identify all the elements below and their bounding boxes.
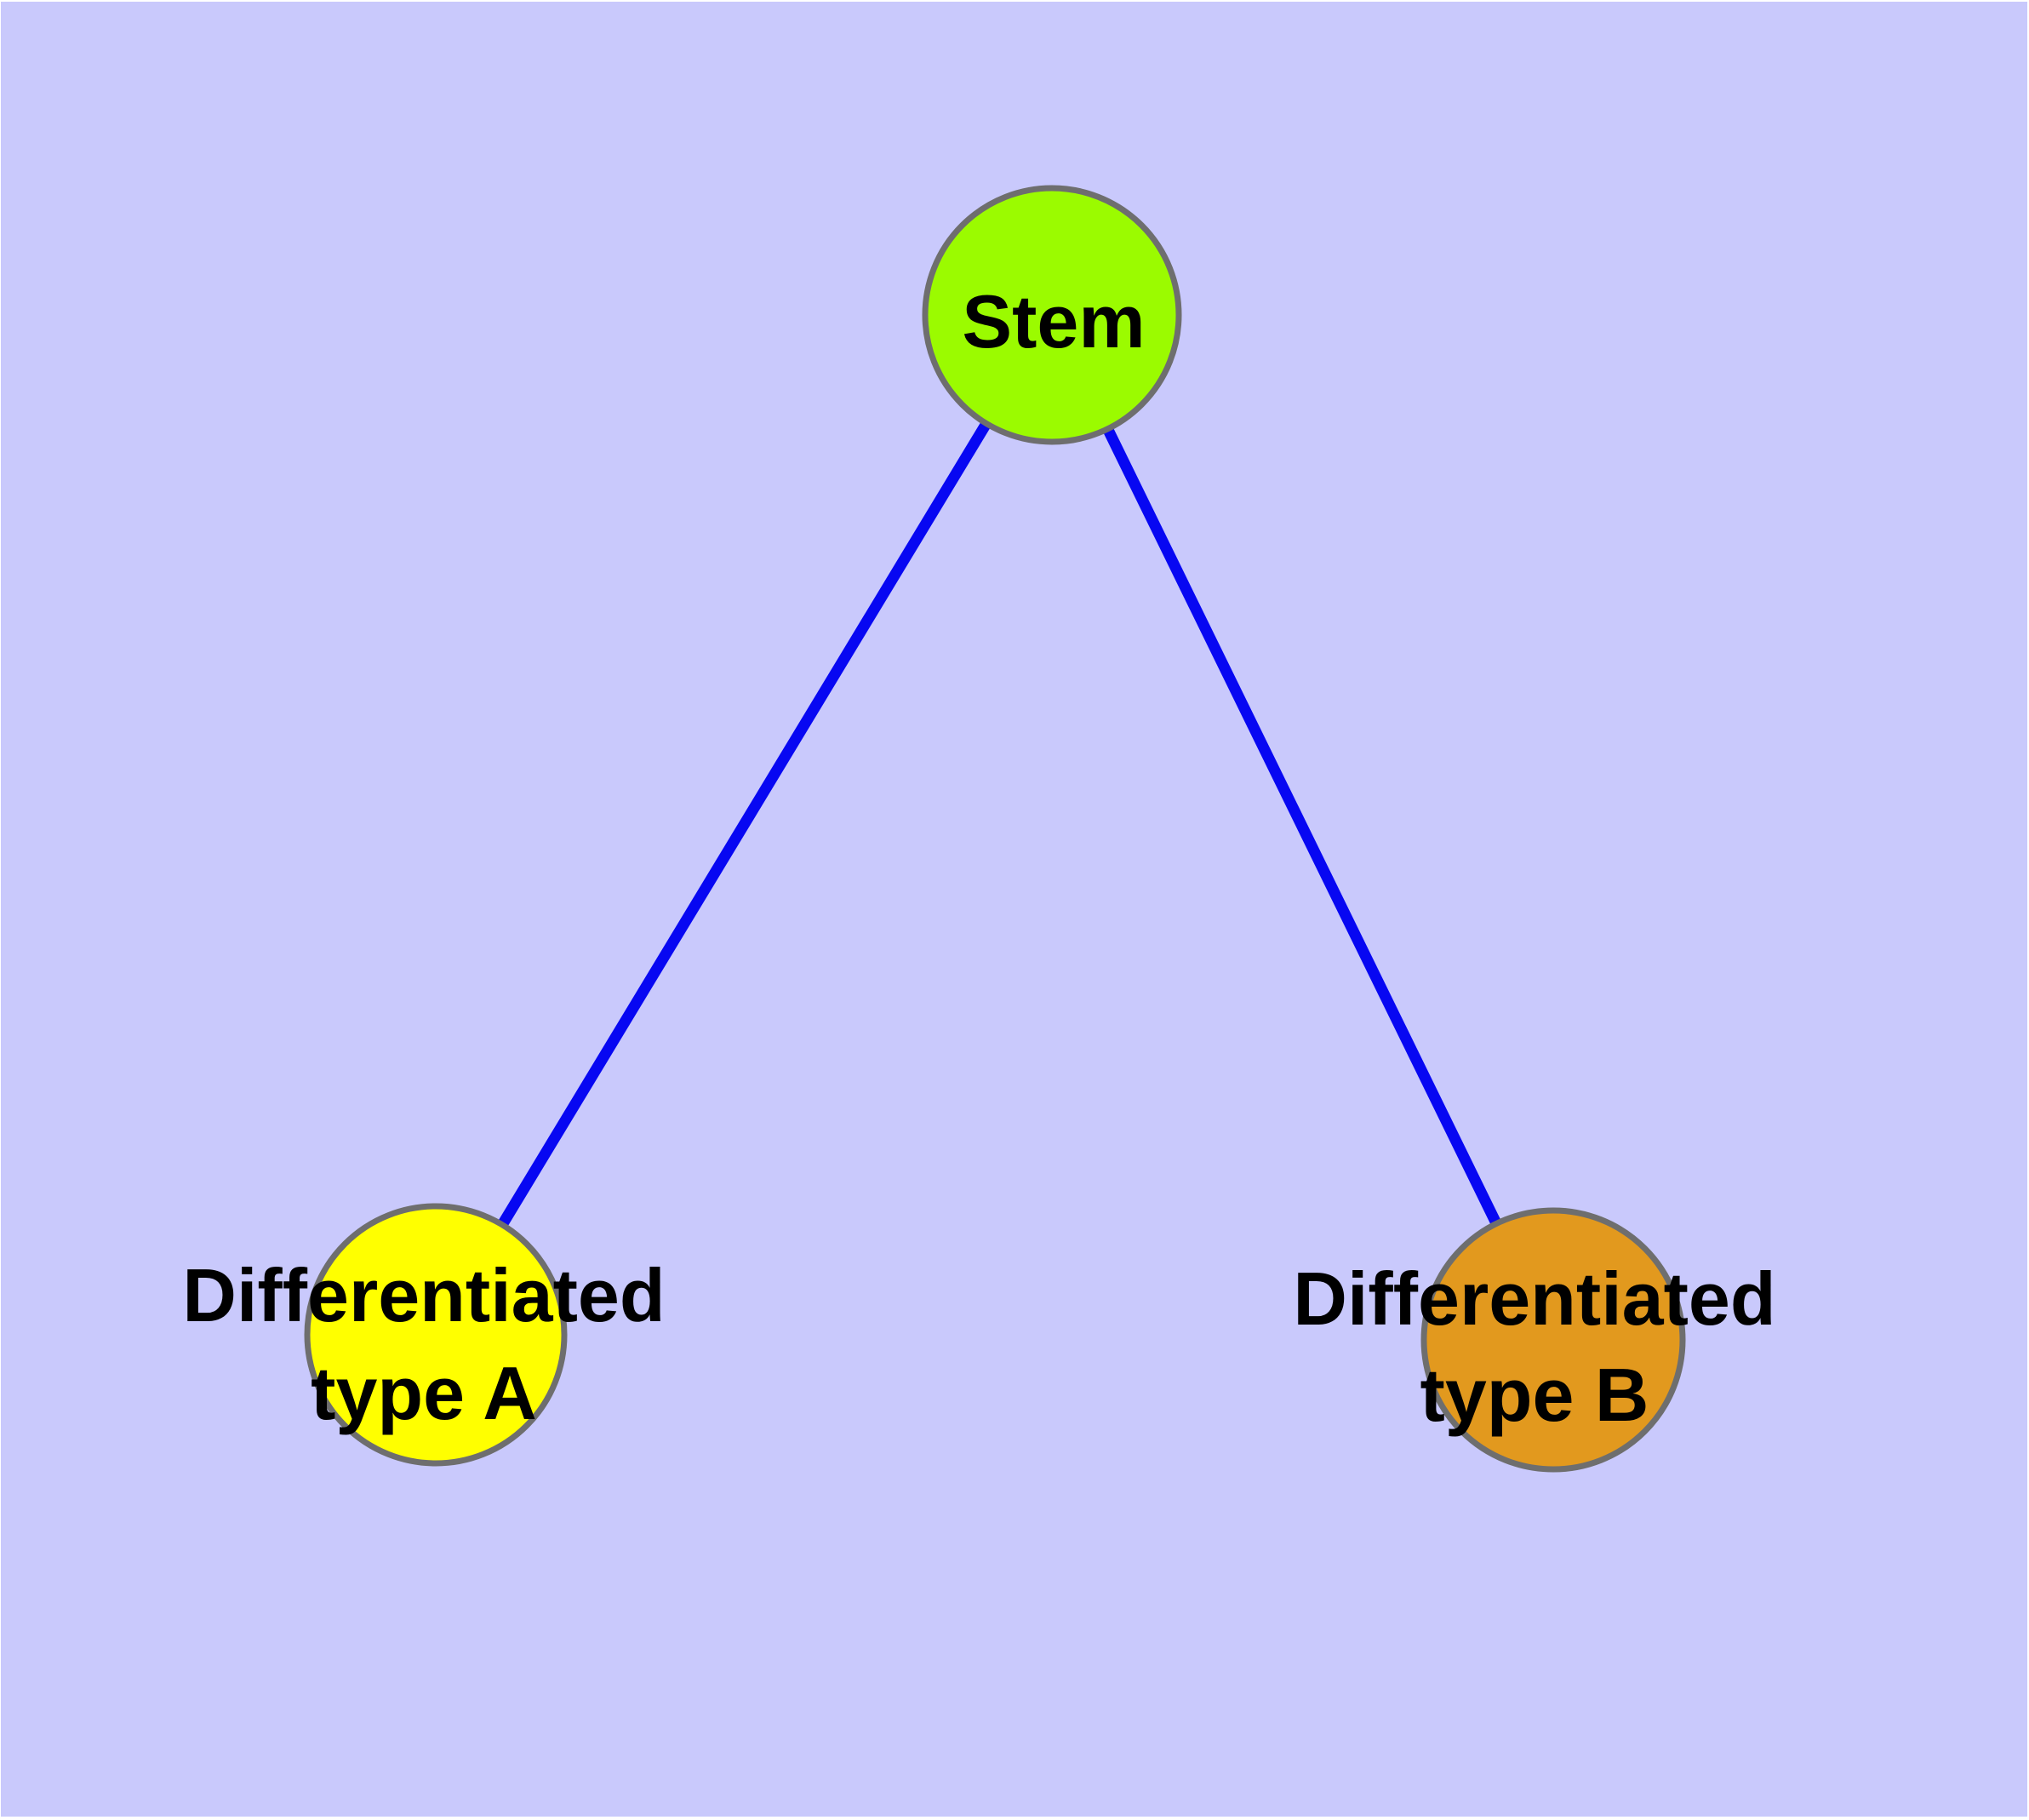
node-type-b-label-line1: Differentiated (1293, 1256, 1775, 1341)
node-type-a-label-line2: type A (311, 1351, 537, 1435)
node-differentiated-type-b (1420, 1207, 1686, 1473)
node-differentiated-type-a (304, 1203, 568, 1467)
node-stem (922, 185, 1182, 445)
node-stem-label: Stem (962, 279, 1145, 363)
node-type-b-label-line2: type B (1420, 1353, 1649, 1437)
edge-stem-to-type-a (431, 312, 1057, 1338)
node-type-a-label-line1: Differentiated (182, 1253, 665, 1337)
edge-stem-to-type-b (1047, 312, 1558, 1342)
